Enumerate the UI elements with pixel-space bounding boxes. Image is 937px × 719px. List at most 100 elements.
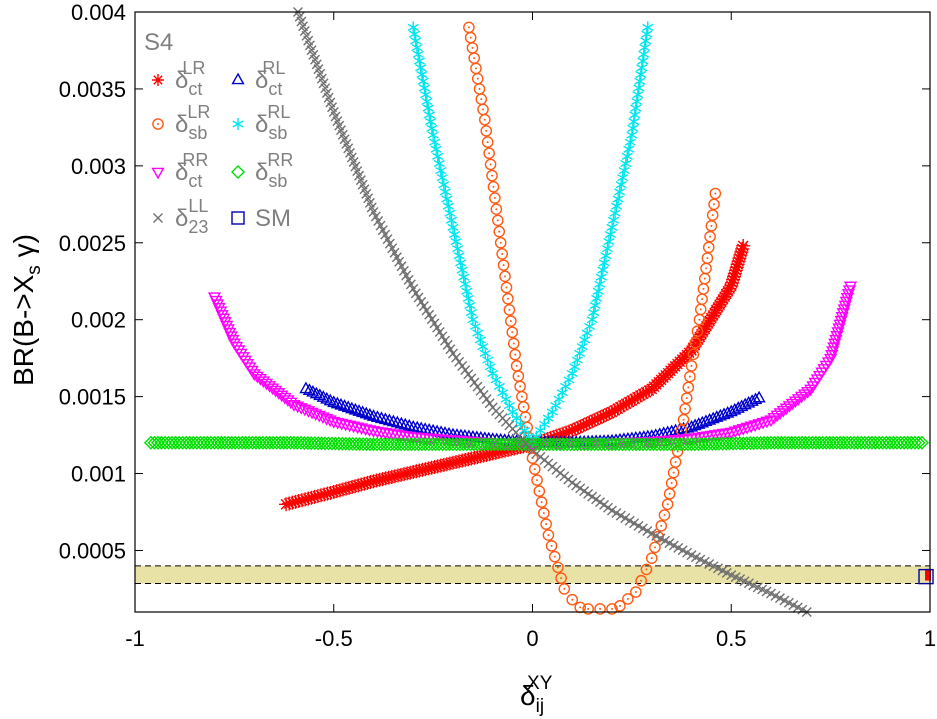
data-point: [382, 413, 396, 426]
data-point: [802, 435, 817, 450]
data-point: [552, 561, 564, 574]
data-point: [663, 437, 678, 452]
data-point: [613, 400, 628, 415]
data-point: [743, 436, 758, 451]
data-point: [484, 437, 499, 452]
data-point: [370, 410, 385, 422]
y-tick-label: 0.0025: [59, 231, 126, 256]
data-point: [640, 34, 652, 47]
data-point: [429, 136, 441, 149]
data-point: [501, 437, 516, 452]
data-point: [427, 460, 442, 475]
data-point: [374, 411, 389, 424]
data-point: [203, 435, 218, 450]
data-point: [586, 313, 598, 326]
x-axis-title-base: δ: [520, 680, 536, 711]
data-point: [669, 423, 683, 436]
data-point: [528, 437, 543, 452]
series-7: [918, 568, 934, 585]
data-point: [660, 437, 675, 452]
data-point: [500, 281, 513, 294]
data-point: [369, 473, 384, 488]
data-point: [558, 583, 571, 595]
data-point: [735, 241, 750, 256]
data-point: [827, 342, 841, 355]
data-point: [604, 228, 617, 241]
data-point: [665, 477, 678, 489]
data-point: [621, 150, 633, 163]
data-point: [639, 385, 654, 400]
data-point: [424, 460, 439, 475]
data-point: [691, 332, 706, 347]
data-point: [341, 400, 355, 413]
data-point: [600, 249, 612, 262]
data-point: [825, 350, 839, 362]
data-point: [732, 436, 747, 451]
data-point: [420, 88, 432, 101]
data-point: [774, 435, 789, 450]
data-point: [455, 256, 467, 269]
data-point: [480, 437, 495, 452]
data-point: [727, 269, 742, 284]
data-point: [584, 437, 599, 452]
data-point: [614, 600, 626, 612]
data-point: [785, 398, 800, 411]
data-point: [291, 494, 306, 509]
data-point: [577, 437, 592, 452]
data-point: [630, 102, 642, 115]
legend-item: δ23LL: [153, 196, 208, 237]
data-point: [770, 435, 785, 450]
data-point: [669, 456, 682, 468]
data-point: [625, 437, 640, 452]
data-point: [605, 405, 619, 419]
data-point: [622, 395, 637, 410]
data-point: [808, 435, 823, 450]
data-point: [348, 479, 363, 494]
data-point: [776, 405, 790, 418]
data-point: [517, 401, 530, 413]
data-point: [476, 448, 491, 463]
data-point: [330, 396, 344, 409]
data-point: [505, 315, 517, 327]
data-point: [597, 263, 609, 276]
data-point: [576, 340, 588, 353]
data-point: [470, 437, 485, 452]
data-point: [684, 370, 696, 383]
data-point: [435, 164, 447, 177]
data-point: [615, 178, 627, 191]
data-point: [422, 102, 434, 115]
data-point: [452, 437, 467, 452]
data-point: [404, 437, 419, 452]
data-point: [439, 185, 451, 198]
data-point: [593, 410, 608, 425]
data-point: [607, 214, 620, 227]
data-point: [655, 520, 668, 532]
data-point: [829, 334, 843, 347]
data-point: [418, 437, 433, 452]
data-point: [463, 437, 478, 452]
data-point: [696, 293, 708, 305]
data-point: [510, 360, 523, 372]
data-point: [714, 295, 729, 309]
data-point: [698, 272, 711, 285]
data-point: [626, 129, 638, 142]
legend-item: δctLR: [152, 58, 205, 99]
data-point: [725, 275, 740, 290]
data-point: [622, 437, 637, 452]
data-point: [616, 398, 631, 413]
data-point: [712, 297, 727, 312]
data-point: [548, 550, 561, 563]
data-point: [826, 435, 841, 450]
data-point: [576, 418, 591, 433]
data-point: [606, 603, 618, 615]
data-point: [453, 249, 465, 262]
series-3: [407, 21, 654, 449]
data-point: [410, 420, 424, 433]
data-point: [794, 391, 809, 404]
data-point: [411, 437, 426, 452]
data-point: [535, 496, 548, 508]
data-point: [595, 271, 607, 284]
data-point: [439, 437, 454, 452]
data-point: [643, 437, 658, 452]
data-point: [590, 411, 605, 426]
